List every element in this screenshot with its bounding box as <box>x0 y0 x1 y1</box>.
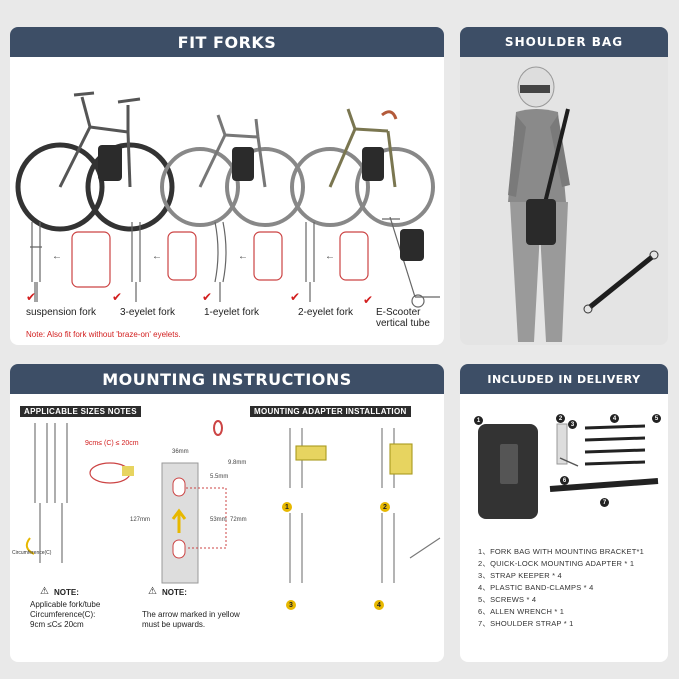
shoulder-bag-panel: SHOULDER BAG <box>460 27 668 345</box>
step-badge-1: 1 <box>282 502 292 512</box>
step-badge-2: 2 <box>380 502 390 512</box>
note1-title: NOTE: <box>54 588 79 597</box>
dim-slot-gap: 53mm <box>210 517 227 523</box>
included-title: INCLUDED IN DELIVERY <box>460 364 668 394</box>
fork-label-suspension: suspension fork <box>26 307 97 318</box>
fork-label-scooter: E-Scooter vertical tube <box>376 307 430 329</box>
list-item: 1、FORK BAG WITH MOUNTING BRACKET*1 <box>478 547 644 556</box>
adapter-installation-tag: MOUNTING ADAPTER INSTALLATION <box>250 406 411 417</box>
dim-hole-h: 9.8mm <box>228 460 247 466</box>
dim-width: 36mm <box>172 449 189 455</box>
included-list: 1、FORK BAG WITH MOUNTING BRACKET*1 2、QUI… <box>478 546 644 630</box>
check-icon: ✔ <box>112 290 123 304</box>
item-badge-2: 2 <box>556 414 565 423</box>
note2-line: The arrow marked in yellow <box>142 610 240 619</box>
list-item: 5、SCREWS * 4 <box>478 595 537 604</box>
list-item: 6、ALLEN WRENCH * 1 <box>478 607 565 616</box>
note2-body: The arrow marked in yellow must be upwar… <box>142 610 240 630</box>
note1-line: Applicable fork/tube <box>30 600 101 609</box>
shoulder-bag-person-image <box>508 66 659 342</box>
list-item: 2、QUICK-LOCK MOUNTING ADAPTER * 1 <box>478 559 635 568</box>
check-icon: ✔ <box>26 290 37 304</box>
fork-diagrams: ← ← ← ← <box>30 217 440 308</box>
item-badge-4: 4 <box>610 414 619 423</box>
fork-label-3-eyelet: 3-eyelet fork <box>120 307 176 318</box>
fit-forks-panel: FIT FORKS <box>10 27 444 345</box>
step-badge-3: 3 <box>286 600 296 610</box>
list-item: 3、STRAP KEEPER * 4 <box>478 571 562 580</box>
list-item: 7、SHOULDER STRAP * 1 <box>478 619 574 628</box>
fit-forks-title: FIT FORKS <box>10 27 444 57</box>
note1-body: Applicable fork/tube Circumference(C): 9… <box>30 600 100 630</box>
check-icon: ✔ <box>202 290 213 304</box>
check-icon: ✔ <box>363 293 374 307</box>
item-badge-7: 7 <box>600 498 609 507</box>
suspension-bike-image <box>15 91 175 232</box>
fork-label-1-eyelet: 1-eyelet fork <box>204 307 260 318</box>
mounting-diagrams <box>25 420 441 584</box>
list-item: 4、PLASTIC BAND-CLAMPS * 4 <box>478 583 594 592</box>
note2-title: NOTE: <box>162 588 187 597</box>
included-items-image <box>478 423 659 519</box>
svg-text:←: ← <box>238 251 248 262</box>
shoulder-bag-title: SHOULDER BAG <box>460 27 668 57</box>
warning-icon: ⚠ <box>40 586 49 597</box>
note1-line: 9cm ≤C≤ 20cm <box>30 620 84 629</box>
svg-text:←: ← <box>52 251 62 262</box>
mounting-title: MOUNTING INSTRUCTIONS <box>10 364 444 394</box>
note2-line: must be upwards. <box>142 620 206 629</box>
applicable-sizes-tag: APPLICABLE SIZES NOTES <box>20 406 141 417</box>
dim-hole-w: 5.5mm <box>210 474 229 480</box>
item-badge-1: 1 <box>474 416 483 425</box>
circumference-label: Circumference(C) <box>12 550 52 556</box>
fit-forks-note: Note: Also fit fork without 'braze-on' e… <box>26 330 181 339</box>
range-label: 9cm≤ (C) ≤ 20cm <box>85 440 139 447</box>
item-badge-3: 3 <box>568 420 577 429</box>
touring-bike-image <box>290 108 435 227</box>
item-badge-5: 5 <box>652 414 661 423</box>
fork-label-2-eyelet: 2-eyelet fork <box>298 307 354 318</box>
svg-text:←: ← <box>325 251 335 262</box>
mounting-instructions-panel: MOUNTING INSTRUCTIONS APPLICABLE SIZES N… <box>10 364 444 662</box>
check-icon: ✔ <box>290 290 301 304</box>
item-badge-6: 6 <box>560 476 569 485</box>
dim-height: 127mm <box>130 517 151 523</box>
warning-icon: ⚠ <box>148 586 157 597</box>
bike-illustrations <box>15 91 435 232</box>
dim-slot-span: 72mm <box>230 517 247 523</box>
included-panel: INCLUDED IN DELIVERY 1 2 3 4 5 6 7 1、FOR… <box>460 364 668 662</box>
note1-line: Circumference(C): <box>30 610 96 619</box>
svg-text:←: ← <box>152 251 162 262</box>
step-badge-4: 4 <box>374 600 384 610</box>
road-bike-image <box>160 114 305 227</box>
